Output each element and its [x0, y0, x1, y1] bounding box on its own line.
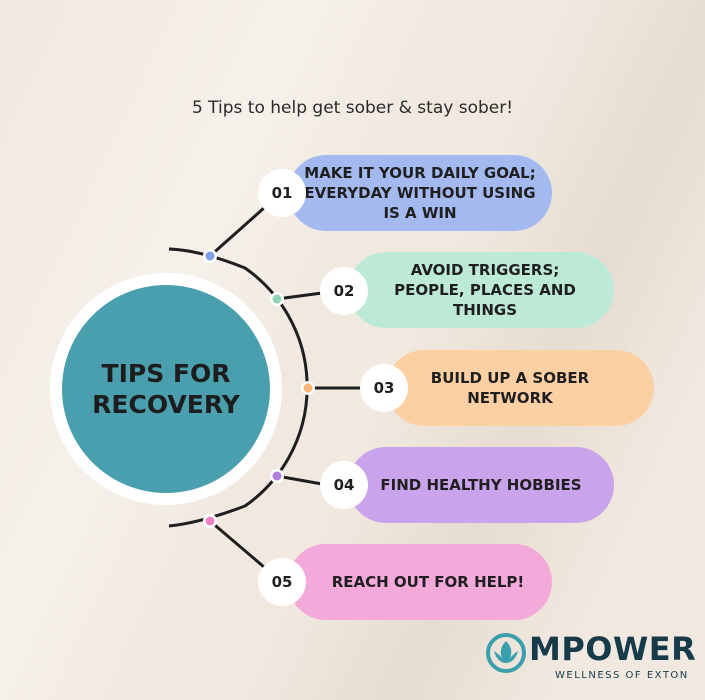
center-circle: TIPS FOR RECOVERY [62, 285, 270, 493]
spoke-04 [276, 474, 323, 486]
tip-pill-04: FIND HEALTHY HOBBIES [348, 447, 614, 523]
dot-02 [272, 294, 282, 304]
dot-04 [272, 471, 282, 481]
tip-label: FIND HEALTHY HOBBIES [380, 476, 582, 494]
dot-01 [205, 251, 215, 261]
tip-label: MAKE IT YOUR DAILY GOAL; EVERYDAY WITHOU… [304, 164, 536, 222]
dot-03 [303, 383, 313, 393]
spoke-01 [209, 206, 265, 258]
logo-name: MPOWER [529, 630, 697, 668]
logo-tagline: WELLNESS OF EXTON [555, 670, 689, 681]
tip-pill-01: MAKE IT YOUR DAILY GOAL; EVERYDAY WITHOU… [288, 155, 552, 231]
tip-pill-05: REACH OUT FOR HELP! [288, 544, 552, 620]
subtitle: 5 Tips to help get sober & stay sober! [191, 98, 514, 118]
mpower-logo: MPOWER WELLNESS OF EXTON [485, 630, 700, 690]
tip-number-04: 04 [320, 461, 368, 509]
tip-number-01: 01 [258, 169, 306, 217]
tip-label: AVOID TRIGGERS; PEOPLE, PLACES AND THING… [394, 261, 576, 319]
dot-05 [205, 516, 215, 526]
tip-number-05: 05 [258, 558, 306, 606]
tip-number-02: 02 [320, 267, 368, 315]
center-title: TIPS FOR RECOVERY [92, 359, 240, 419]
tip-label: BUILD UP A SOBER NETWORK [430, 369, 590, 407]
spoke-02 [276, 291, 323, 301]
lotus-icon [486, 633, 526, 673]
spoke-05 [209, 519, 265, 569]
tip-pill-02: AVOID TRIGGERS; PEOPLE, PLACES AND THING… [348, 252, 614, 328]
tip-number-03: 03 [360, 364, 408, 412]
tip-pill-03: BUILD UP A SOBER NETWORK [386, 350, 654, 426]
tip-label: REACH OUT FOR HELP! [331, 573, 525, 591]
